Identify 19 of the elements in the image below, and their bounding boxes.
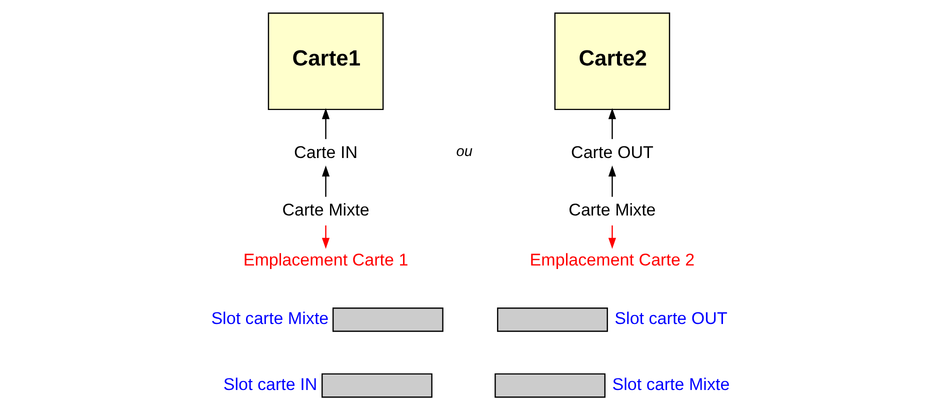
- node-text: Carte OUT: [571, 142, 654, 162]
- node-label: Slot carte Mixte: [211, 309, 329, 328]
- node-text: Emplacement Carte 2: [530, 250, 695, 270]
- node-text: Emplacement Carte 1: [243, 250, 408, 270]
- arrow: [322, 225, 330, 249]
- arrow: [608, 166, 616, 197]
- node-box: Carte2: [554, 12, 670, 110]
- node-text: Carte Mixte: [568, 200, 656, 220]
- node-label: Slot carte IN: [223, 375, 318, 394]
- node-label: Slot carte Mixte: [612, 375, 730, 394]
- arrow: [322, 166, 330, 197]
- arrow: [608, 108, 616, 140]
- arrow: [608, 225, 616, 249]
- node-text: Carte Mixte: [282, 200, 370, 220]
- label: ou: [456, 144, 472, 160]
- node-text: Carte IN: [294, 142, 358, 162]
- node-box: Carte1: [268, 12, 384, 110]
- arrow: [322, 108, 330, 140]
- node-label: Slot carte OUT: [614, 309, 728, 328]
